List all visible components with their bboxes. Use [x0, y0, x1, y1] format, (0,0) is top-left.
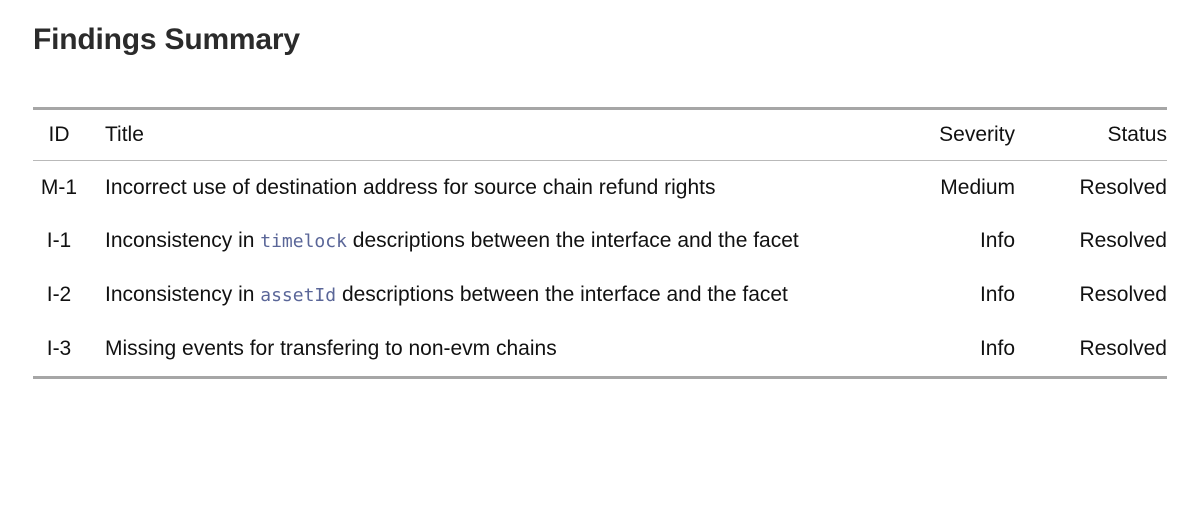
finding-severity: Info [979, 229, 1015, 253]
finding-title-text-after: descriptions between the interface and t… [346, 229, 799, 253]
finding-status: Resolved [1079, 229, 1167, 253]
finding-title: Inconsistency in timelock descriptions b… [85, 214, 865, 268]
column-header-severity: Severity [939, 122, 1015, 146]
column-header-title: Title [105, 122, 144, 146]
findings-table: ID Title Severity Status M-1 Incorrect us… [33, 107, 1167, 379]
finding-title-text-after: descriptions between the interface and t… [336, 283, 788, 307]
finding-status: Resolved [1079, 175, 1167, 199]
finding-id: I-2 [46, 283, 72, 307]
finding-severity: Info [979, 336, 1015, 360]
table-row: I-2 Inconsistency in assetId descriptions… [33, 268, 1167, 322]
finding-id: M-1 [40, 175, 78, 199]
table-row: I-1 Inconsistency in timelock description… [33, 214, 1167, 268]
finding-title-code: assetId [260, 285, 337, 307]
table-row: I-3 Missing events for transfering to non… [33, 322, 1167, 378]
column-header-status: Status [1107, 122, 1167, 146]
finding-title: Missing events for transfering to non-ev… [105, 336, 557, 360]
finding-id: I-1 [46, 229, 72, 253]
table-body: M-1 Incorrect use of destination address … [33, 160, 1167, 378]
table-header: ID Title Severity Status [33, 108, 1167, 160]
page-title: Findings Summary [33, 23, 300, 56]
finding-severity: Medium [940, 175, 1015, 199]
finding-status: Resolved [1079, 336, 1167, 360]
table-header-row: ID Title Severity Status [33, 108, 1167, 160]
table-row: M-1 Incorrect use of destination address … [33, 160, 1167, 214]
finding-id: I-3 [46, 336, 72, 360]
finding-severity: Info [979, 283, 1015, 307]
column-header-id: ID [48, 122, 70, 146]
finding-title: Incorrect use of destination address for… [105, 175, 716, 199]
finding-status: Resolved [1079, 283, 1167, 307]
finding-title-text-before: Inconsistency in [105, 229, 261, 253]
finding-title-code: timelock [260, 231, 347, 253]
finding-title: Inconsistency in assetId descriptions be… [85, 268, 865, 322]
finding-title-text-before: Inconsistency in [105, 283, 261, 307]
